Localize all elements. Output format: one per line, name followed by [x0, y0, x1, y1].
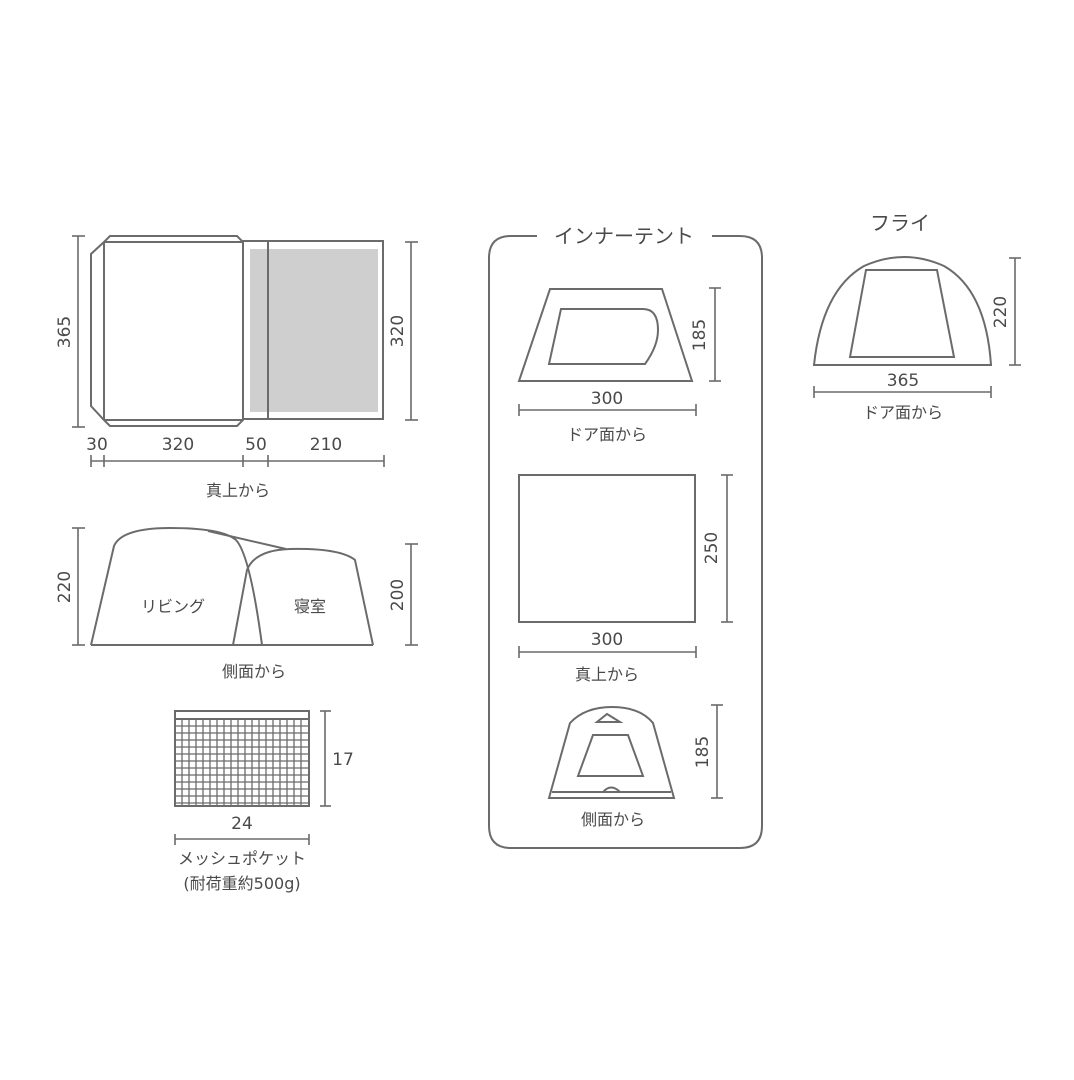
inner-tent-panel: インナーテント 185 300 ドア面から 250 300 真上 — [488, 224, 763, 849]
width-dimensions: 30 320 50 210 — [86, 435, 385, 467]
svg-text:250: 250 — [702, 532, 722, 564]
svg-text:185: 185 — [693, 736, 713, 768]
inner-side-view: 185 側面から — [547, 704, 723, 829]
fly-title: フライ — [870, 211, 930, 235]
depth-label: 365 — [55, 316, 75, 348]
bedroom-inner-tent-area — [250, 249, 378, 412]
svg-text:365: 365 — [887, 371, 919, 391]
svg-text:ドア面から: ドア面から — [863, 403, 943, 422]
overall-side-view: 220 リビング 寝室 200 側面から — [55, 526, 418, 681]
svg-text:300: 300 — [591, 389, 623, 409]
svg-text:メッシュポケット: メッシュポケット — [178, 849, 306, 868]
fly-dome-outline — [812, 256, 993, 366]
svg-text:17: 17 — [332, 750, 354, 770]
depth-dimension-365: 365 — [55, 235, 85, 428]
svg-text:ドア面から: ドア面から — [567, 425, 647, 444]
inner-door-view: 185 300 ドア面から — [517, 287, 721, 444]
side-view-caption: 側面から — [222, 662, 286, 681]
top-view-caption: 真上から — [206, 481, 270, 500]
inner-tent-title: インナーテント — [554, 224, 694, 248]
svg-text:300: 300 — [591, 630, 623, 650]
svg-text:320: 320 — [388, 315, 408, 347]
svg-text:220: 220 — [55, 571, 75, 603]
bedroom-label: 寝室 — [294, 597, 326, 616]
fly-section: フライ 220 365 ドア面から — [812, 211, 1021, 422]
bedroom-height-dimension: 200 — [388, 543, 418, 646]
svg-text:真上から: 真上から — [575, 665, 639, 684]
svg-text:50: 50 — [245, 435, 267, 455]
fly-door-outline — [848, 269, 956, 358]
mesh-pocket: 17 24 メッシュポケット (耐荷重約500g) — [174, 710, 354, 893]
svg-text:24: 24 — [231, 814, 253, 834]
svg-text:200: 200 — [388, 579, 408, 611]
mesh-pocket-outline — [174, 710, 310, 807]
living-floor-outline — [90, 235, 244, 427]
svg-text:320: 320 — [162, 435, 194, 455]
svg-text:185: 185 — [690, 319, 710, 351]
bedroom-dome-outline — [232, 547, 374, 646]
living-dome-outline — [90, 526, 263, 646]
svg-text:220: 220 — [991, 296, 1011, 328]
svg-text:30: 30 — [86, 435, 108, 455]
svg-text:(耐荷重約500g): (耐荷重約500g) — [183, 874, 300, 893]
living-height-dimension: 220 — [55, 527, 85, 646]
bedroom-depth-dimension: 320 — [388, 241, 418, 421]
svg-text:側面から: 側面から — [581, 810, 645, 829]
inner-tent-frame — [488, 235, 763, 849]
overall-top-view: 365 320 30 320 50 210 真 — [55, 235, 418, 500]
living-label: リビング — [141, 597, 205, 616]
svg-text:210: 210 — [310, 435, 342, 455]
mesh-grid — [175, 719, 309, 806]
inner-top-view: 250 300 真上から — [518, 474, 733, 684]
